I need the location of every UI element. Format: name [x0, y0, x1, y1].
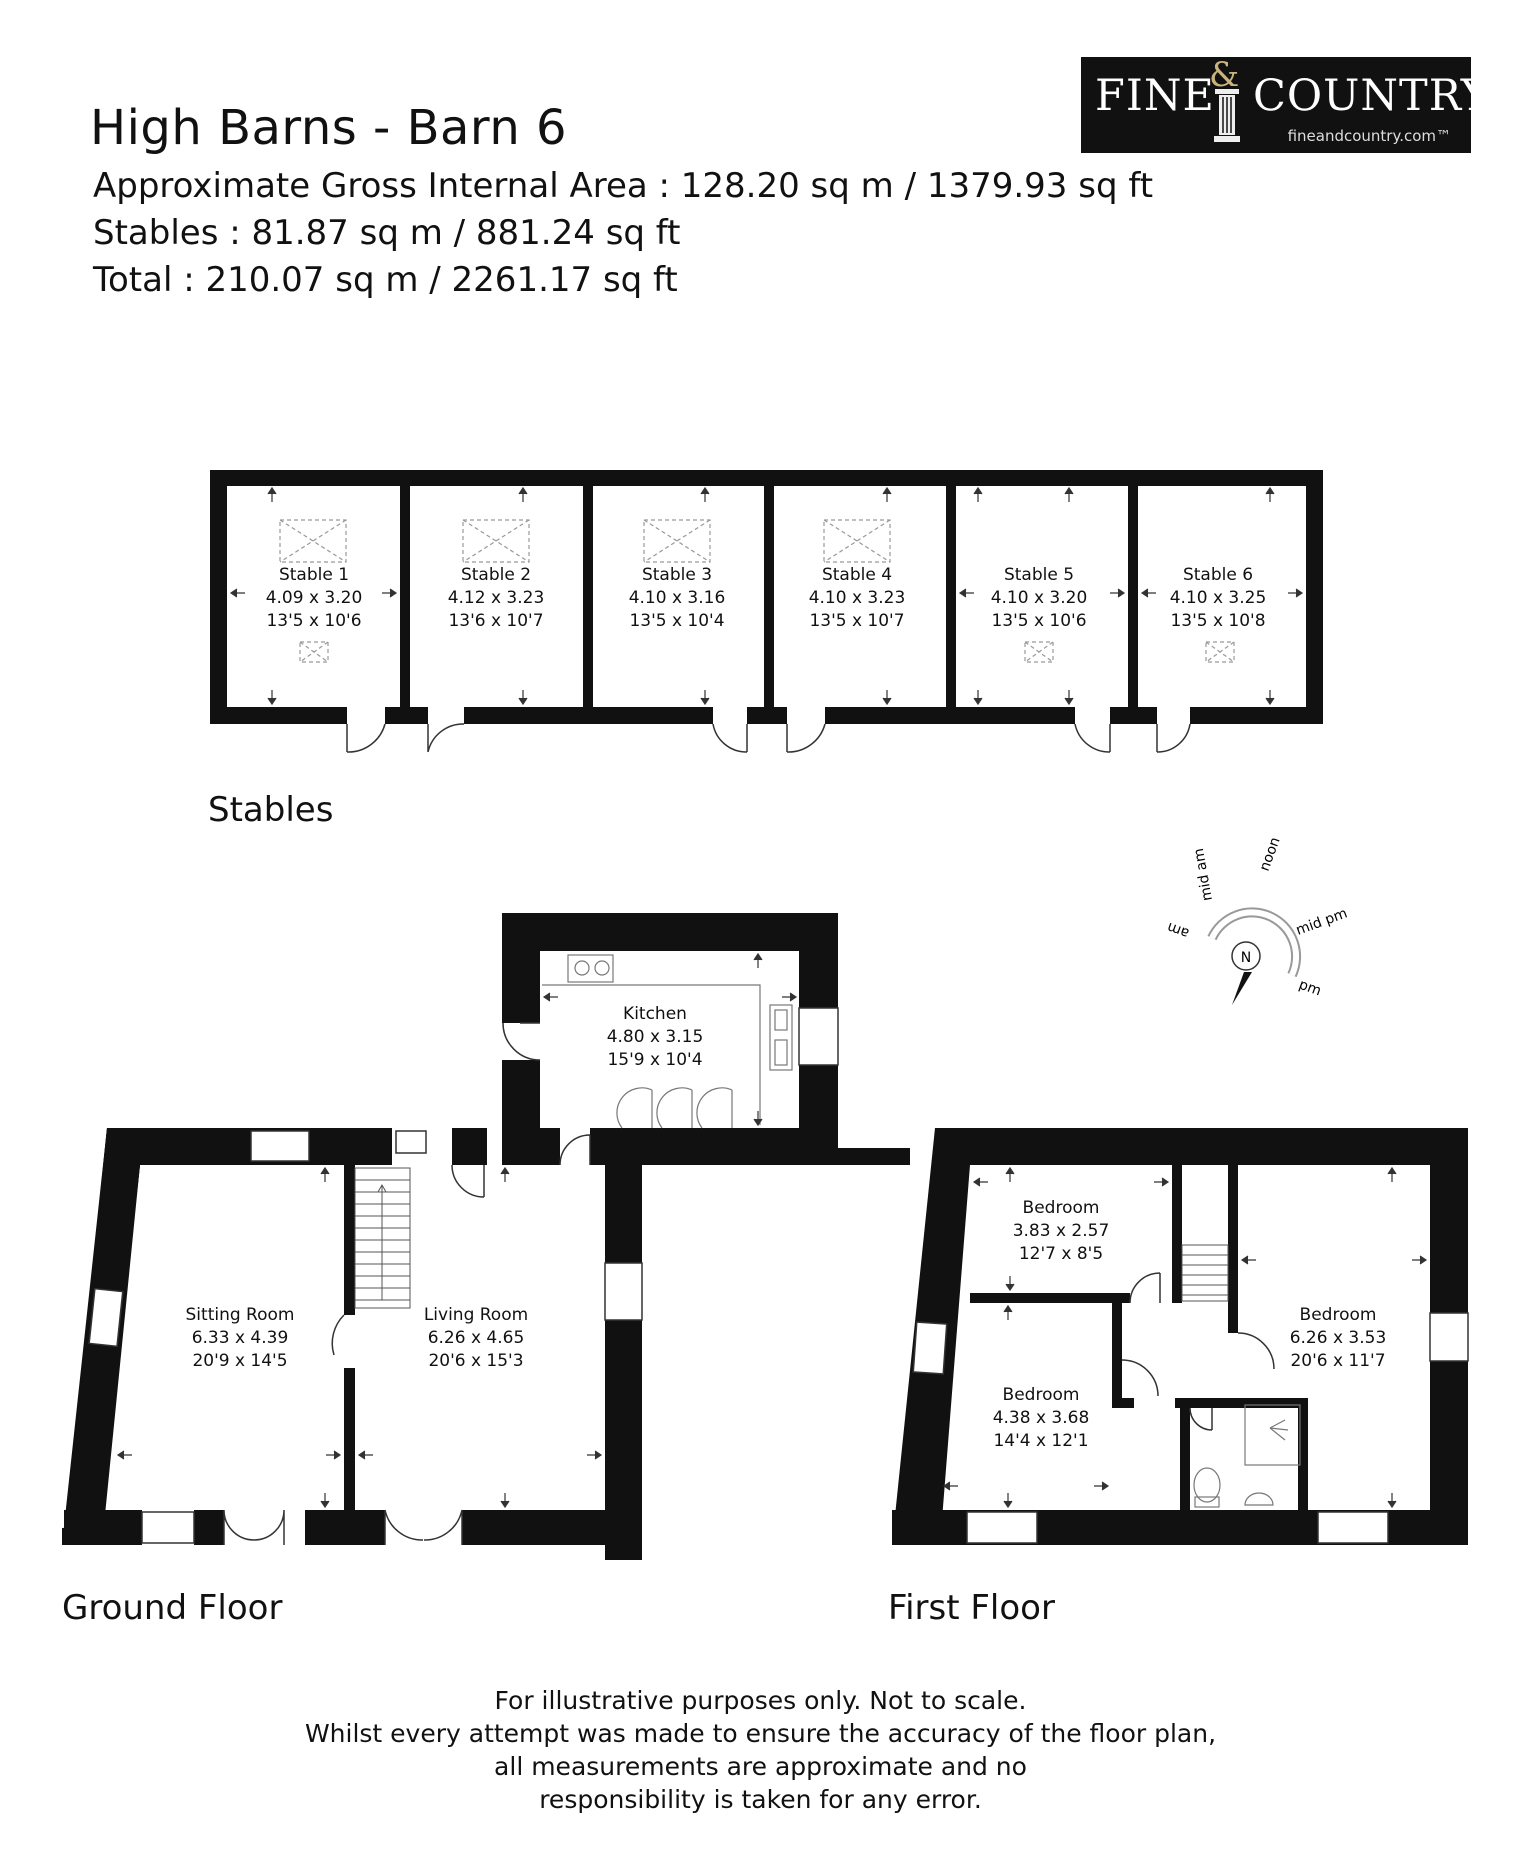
bedroom-small-imperial: 12'7 x 8'5 [1019, 1244, 1103, 1264]
stable-4-imperial: 13'5 x 10'7 [809, 611, 904, 631]
gross-internal-area: Approximate Gross Internal Area : 128.20… [93, 166, 1154, 206]
ground-floor-openings [88, 1007, 839, 1544]
first-floor-labels: Bedroom 3.83 x 2.57 12'7 x 8'5 Bedroom 4… [993, 1198, 1387, 1451]
ground-floor-stairs [354, 1167, 411, 1309]
disclaimer: For illustrative purposes only. Not to s… [0, 1684, 1521, 1816]
stable-5-metric: 4.10 x 3.20 [991, 588, 1088, 608]
compass-mid-pm: mid pm [1294, 905, 1350, 938]
ground-floor-labels: Kitchen 4.80 x 3.15 15'9 x 10'4 Sitting … [186, 1004, 704, 1371]
stable-5-name: Stable 5 [1004, 565, 1074, 585]
page-title: High Barns - Barn 6 [90, 100, 568, 156]
stable-3-name: Stable 3 [642, 565, 712, 585]
disclaimer-line-4: responsibility is taken for any error. [539, 1785, 982, 1814]
bedroom-right-name: Bedroom [1300, 1305, 1377, 1325]
stables-area: Stables : 81.87 sq m / 881.24 sq ft [93, 213, 681, 253]
logo-url: fineandcountry.com™ [1287, 127, 1451, 145]
stable-3-imperial: 13'5 x 10'4 [629, 611, 724, 631]
fine-and-country-logo: FINE & COUNTRY fineandcountry.com™ [1081, 55, 1489, 153]
stable-6-name: Stable 6 [1183, 565, 1253, 585]
pillar-icon [1214, 89, 1240, 142]
stables-label: Stables [208, 790, 334, 830]
disclaimer-line-1: For illustrative purposes only. Not to s… [494, 1686, 1027, 1715]
bedroom-right-imperial: 20'6 x 11'7 [1290, 1351, 1385, 1371]
compass-rose: N am mid am noon mid pm pm [1165, 835, 1350, 1005]
sitting-room-imperial: 20'9 x 14'5 [192, 1351, 287, 1371]
stable-2-name: Stable 2 [461, 565, 531, 585]
stable-1-name: Stable 1 [279, 565, 349, 585]
sitting-room-metric: 6.33 x 4.39 [192, 1328, 289, 1348]
logo-brand-left: FINE [1095, 71, 1215, 121]
bedroom-left-metric: 4.38 x 3.68 [993, 1408, 1090, 1428]
compass-north: N [1241, 950, 1251, 966]
first-floor-stairs [1181, 1244, 1229, 1302]
first-floor-dimension-arrows [942, 1166, 1428, 1509]
bathroom-fittings [1193, 1404, 1301, 1508]
logo-ampersand: & [1209, 55, 1240, 95]
stable-2-imperial: 13'6 x 10'7 [448, 611, 543, 631]
ground-floor-dimension-arrows [116, 952, 798, 1509]
bedroom-small-metric: 3.83 x 2.57 [1013, 1221, 1110, 1241]
stable-dimension-arrows [229, 486, 1304, 706]
bedroom-right-metric: 6.26 x 3.53 [1290, 1328, 1387, 1348]
stable-5-imperial: 13'5 x 10'6 [991, 611, 1086, 631]
logo-brand-right: COUNTRY [1253, 71, 1491, 121]
living-room-imperial: 20'6 x 15'3 [428, 1351, 523, 1371]
disclaimer-line-2: Whilst every attempt was made to ensure … [304, 1719, 1217, 1748]
ground-floor-doors [223, 1022, 591, 1545]
stable-labels: Stable 1 4.09 x 3.20 13'5 x 10'6 Stable … [266, 565, 1267, 631]
kitchen-metric: 4.80 x 3.15 [607, 1027, 704, 1047]
kitchen-imperial: 15'9 x 10'4 [607, 1050, 702, 1070]
stable-3-metric: 4.10 x 3.16 [629, 588, 726, 608]
first-floor-openings [912, 1312, 1469, 1544]
total-area: Total : 210.07 sq m / 2261.17 sq ft [93, 260, 678, 300]
compass-pm: pm [1297, 977, 1324, 1000]
stable-6-metric: 4.10 x 3.25 [1170, 588, 1267, 608]
first-floor-label: First Floor [888, 1588, 1055, 1628]
living-room-name: Living Room [424, 1305, 528, 1325]
bedroom-left-name: Bedroom [1003, 1385, 1080, 1405]
stable-doors [346, 723, 1191, 753]
stable-1-metric: 4.09 x 3.20 [266, 588, 363, 608]
disclaimer-line-3: all measurements are approximate and no [494, 1752, 1027, 1781]
rooflight-icons [279, 519, 1235, 663]
kitchen-fittings [542, 954, 793, 1129]
first-floor-doors [1121, 1272, 1275, 1431]
bedroom-small-name: Bedroom [1023, 1198, 1100, 1218]
compass-mid-am: mid am [1191, 847, 1216, 902]
stable-2-metric: 4.12 x 3.23 [448, 588, 545, 608]
stables-block [210, 470, 1323, 724]
ground-floor-label: Ground Floor [62, 1588, 283, 1628]
stable-6-imperial: 13'5 x 10'8 [1170, 611, 1265, 631]
living-room-metric: 6.26 x 4.65 [428, 1328, 525, 1348]
stable-4-metric: 4.10 x 3.23 [809, 588, 906, 608]
stable-4-name: Stable 4 [822, 565, 892, 585]
bedroom-left-imperial: 14'4 x 12'1 [993, 1431, 1088, 1451]
compass-noon: noon [1257, 835, 1284, 873]
kitchen-name: Kitchen [623, 1004, 687, 1024]
stable-1-imperial: 13'5 x 10'6 [266, 611, 361, 631]
sitting-room-name: Sitting Room [186, 1305, 295, 1325]
compass-am: am [1165, 919, 1191, 942]
compass-north-icon [1231, 941, 1261, 971]
